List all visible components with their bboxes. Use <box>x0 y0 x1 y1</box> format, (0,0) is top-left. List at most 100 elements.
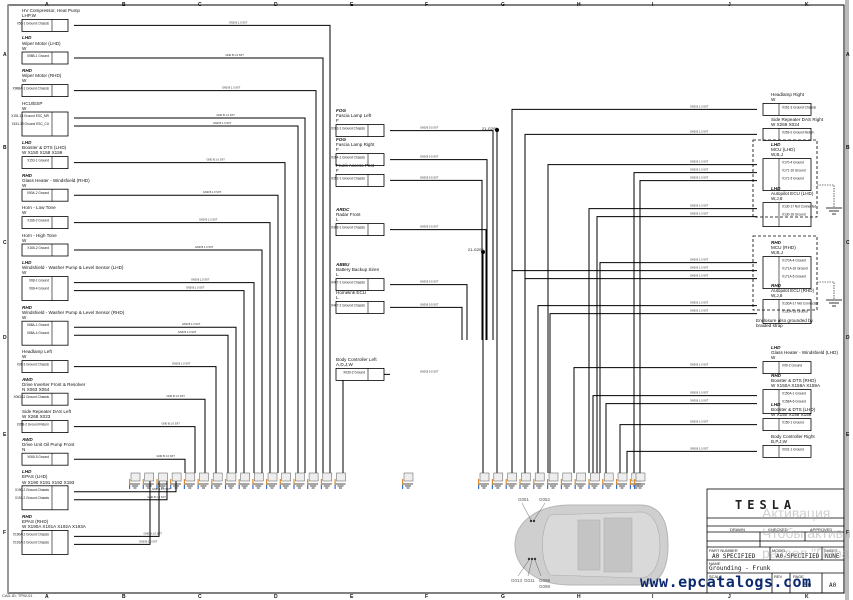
variant-tag: ARDC <box>336 207 350 212</box>
connector-box <box>21 18 69 32</box>
ground-terminal-icon <box>129 472 141 489</box>
grid-column-label: A <box>45 2 49 8</box>
activation-overlay-line: Активация <box>762 505 831 521</box>
wire-spec-label: GND B 1.0 SXT <box>162 422 181 426</box>
watermark-link[interactable]: www.epcatalogs.com <box>640 573 812 591</box>
wire <box>74 473 151 545</box>
wire <box>573 367 757 473</box>
ground-terminal-icon <box>478 472 490 489</box>
connector-box <box>21 216 69 230</box>
wire-spec-label: GND B 1.0 SXT <box>690 204 709 208</box>
ground-terminal-icon <box>560 472 573 489</box>
connector-box <box>335 223 385 237</box>
variant-tag: AWD <box>22 376 33 382</box>
component-name: Windshield - Washer Pump & Level Sensor … <box>22 265 124 271</box>
variant-tag: RHD <box>771 283 781 288</box>
tb-page-label: PAGE <box>793 574 804 579</box>
connector-pin-label: X130-17 Not Connected <box>782 205 816 209</box>
component-name: HV Compressor, Heat Pump <box>22 8 80 13</box>
grid-column-label: D <box>274 594 278 600</box>
connector-pin-label: X90-2 Ground <box>782 364 802 368</box>
component-codes: W X268 X023 <box>22 414 51 420</box>
component-name: Headlamp Left <box>22 349 52 355</box>
ground-point-label: G098 <box>539 578 551 583</box>
connector-pin-label: X98BA-1 Ground Chassis <box>13 87 50 91</box>
wire <box>390 130 494 340</box>
connector-box <box>21 156 69 170</box>
component-name: Radar Front <box>336 212 361 218</box>
wire-spec-label: GND B 1.0 SXT <box>690 399 709 403</box>
component-name: Drive Unit Oil Pump Front <box>22 441 75 447</box>
ground-terminal-icon <box>547 472 559 489</box>
wire <box>74 326 237 473</box>
ground-terminal-icon <box>211 472 223 489</box>
connector-box <box>21 276 69 302</box>
grid-column-label: G <box>501 2 505 8</box>
component-codes: B,P,J,W <box>771 439 787 445</box>
wire <box>74 57 324 473</box>
ground-point-label: G013 <box>511 578 523 583</box>
wire <box>592 395 757 473</box>
component-name: Body Controller Left <box>336 357 377 362</box>
connector-box <box>21 320 69 346</box>
connector-pin-label: X308-1 Ground Chassis <box>331 226 365 230</box>
ground-terminal-icon <box>170 472 182 489</box>
connector-box <box>335 173 385 187</box>
splice-node <box>481 250 485 254</box>
grid-column-label: K <box>805 594 809 600</box>
wire <box>390 179 483 340</box>
component-name: Booster & DTS (LHD) <box>771 407 816 413</box>
grid-column-label: I <box>652 594 654 600</box>
variant-tag: LHD <box>22 469 32 475</box>
grid-column-label: C <box>198 2 202 8</box>
wire-spec-label: GND B 1.0 SXT <box>148 495 167 499</box>
connector-box <box>21 243 69 257</box>
tb-model-label: MODEL <box>772 548 787 553</box>
component-name: Horn - Low Tone <box>22 205 56 211</box>
tb-name-label: NAME <box>709 561 721 566</box>
ground-terminal-icon <box>602 472 614 489</box>
wire <box>74 398 206 473</box>
splice-label: 21-G205 <box>482 126 498 131</box>
tb-model: A0-SPECIFIED <box>776 553 820 560</box>
variant-tag: LHD <box>771 186 781 191</box>
wire-spec-label: GND B 1.0 SXT <box>195 245 214 249</box>
grid-column-label: G <box>501 594 505 600</box>
ground-terminal-icon <box>533 472 545 489</box>
wire-spec-label: GND B 1.0 SXT <box>690 363 709 367</box>
connector-box <box>762 103 812 116</box>
wire <box>74 290 245 473</box>
ground-terminal-icon <box>197 472 209 489</box>
connector-pin-label: X263-1 Ground Chassis <box>331 127 365 131</box>
grid-row-label: E <box>3 432 7 438</box>
ground-terminal-icon <box>307 472 319 489</box>
wire-spec-label: GND B 1.0 SXT <box>191 278 210 282</box>
tb-rev-label: REV <box>774 574 783 579</box>
variant-tag: RHD <box>771 240 781 245</box>
wire-spec-label: GND B 1.0 SXT <box>690 129 709 133</box>
component-codes: W X190 X191 X192 X193 <box>22 479 75 485</box>
splice-label: 21-G206 <box>468 247 484 252</box>
wire-spec-label: GND B 1.0 SXT <box>690 391 709 395</box>
wire <box>633 172 757 473</box>
wire-spec-label: GND B 1.0 SXT <box>690 168 709 172</box>
wire-spec-label: GND B 1.0 SXT <box>199 218 218 222</box>
wire <box>74 249 263 473</box>
wire-spec-label: GND B 0.5 SXT <box>420 155 439 159</box>
tb-part-number-label: PART NUMBER <box>709 548 738 553</box>
connector-pin-label: X171-5 Ground <box>782 177 804 181</box>
component-name: Wiper Motor (RHD) <box>22 73 62 79</box>
wire-spec-label: GND B 1.0 SXT <box>182 322 201 326</box>
wire <box>537 305 757 473</box>
grid-column-label: H <box>577 594 581 600</box>
